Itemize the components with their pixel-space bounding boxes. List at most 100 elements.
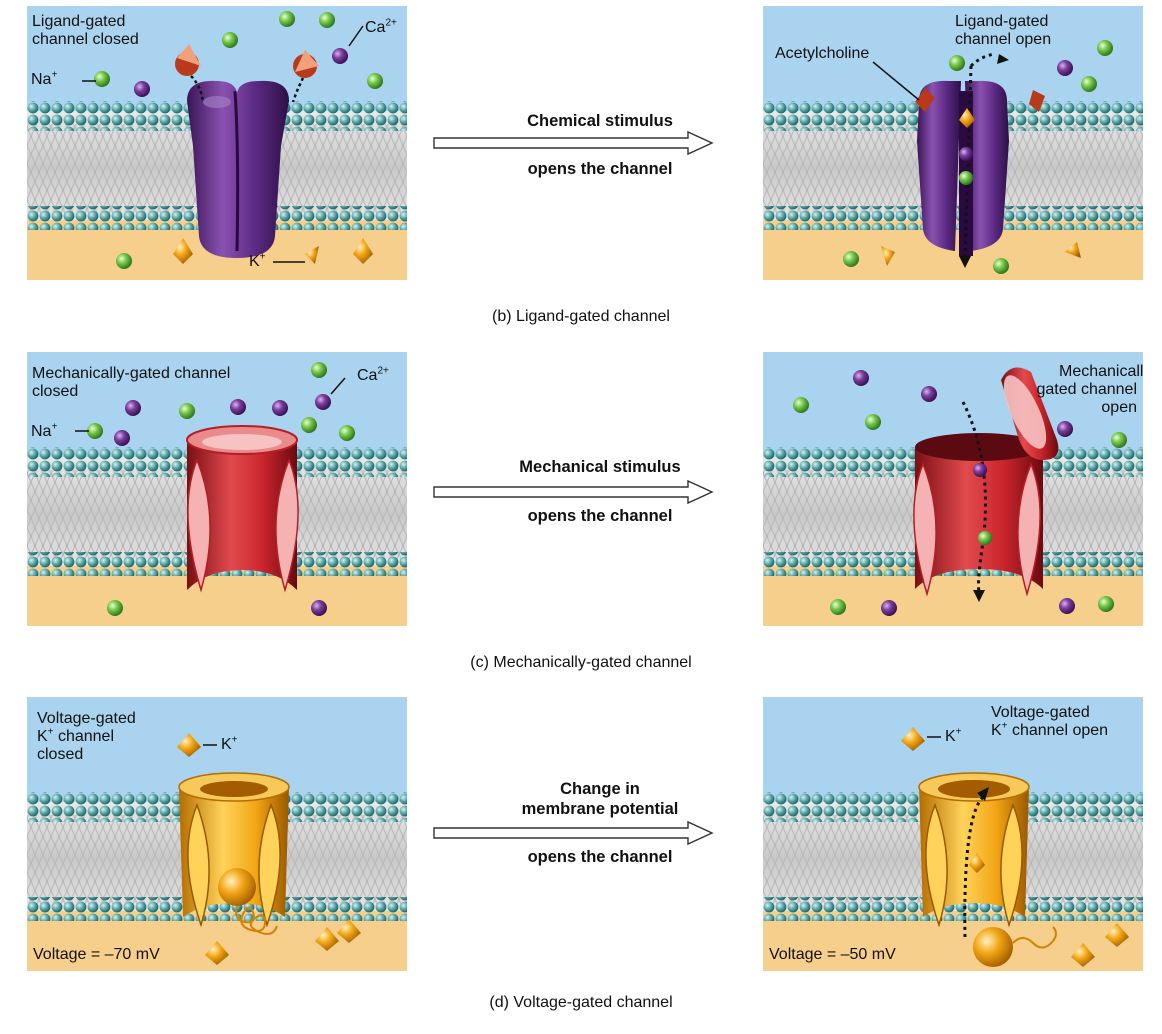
potassium-label: K+ — [221, 734, 238, 753]
voltage-closed-panel: Voltage-gated K+ channel closed K+ Volta… — [27, 697, 407, 971]
voltage-channel-open — [918, 772, 1057, 967]
sodium-ion-icon — [830, 599, 846, 615]
sodium-ion-icon — [865, 414, 881, 430]
chemical-stimulus-label: Chemical stimulus — [527, 112, 673, 130]
mechanical-caption: (c) Mechanically-gated channel — [470, 654, 692, 671]
acetylcholine-icon — [915, 88, 935, 112]
potassium-ion-icon — [305, 246, 319, 264]
voltage-closed-title-line1: Voltage-gated — [37, 710, 136, 727]
mechanical-closed-panel: Mechanically-gated channel closed Na+ Ca… — [27, 352, 407, 626]
mechanical-open-title-line2: gated channel — [1036, 381, 1137, 398]
potassium-ion-icon — [1065, 242, 1081, 258]
potassium-ion-icon — [173, 238, 193, 264]
chemical-stimulus-arrow — [433, 130, 714, 156]
voltage-closed-scene — [27, 697, 407, 971]
sodium-ion-icon — [339, 425, 355, 441]
mechanical-closed-scene — [27, 352, 407, 626]
mechanical-stimulus-label: Mechanical stimulus — [519, 458, 681, 476]
sodium-ion-icon — [1111, 432, 1127, 448]
sodium-ion-icon — [949, 55, 965, 71]
voltage-open-scene — [763, 697, 1143, 971]
potassium-label: K+ — [249, 251, 266, 270]
calcium-label: Ca2+ — [357, 365, 389, 384]
ligand-open-title-line1: Ligand-gated — [955, 13, 1049, 30]
potassium-ion-icon — [205, 941, 229, 965]
sodium-label: Na+ — [31, 69, 58, 88]
calcium-ion-icon — [853, 370, 869, 386]
potassium-ion-icon — [337, 919, 361, 943]
sodium-ion-icon — [1097, 40, 1113, 56]
calcium-ion-icon — [1057, 421, 1073, 437]
mechanical-closed-title-line2: closed — [32, 383, 79, 400]
sodium-ion-icon — [107, 600, 123, 616]
acetylcholine-label: Acetylcholine — [775, 45, 870, 62]
sodium-ion-icon — [87, 423, 103, 439]
ligand-caption: (b) Ligand-gated channel — [492, 308, 670, 325]
voltage-open-title-line2: K+ channel open — [991, 720, 1109, 739]
mechanical-open-title-line1: Mechanically- — [1059, 363, 1143, 380]
sodium-ion-icon — [1081, 76, 1097, 92]
chemical-opens-label: opens the channel — [527, 160, 673, 178]
calcium-ion-icon — [125, 400, 141, 416]
mechanical-closed-title-line1: Mechanically-gated channel — [32, 365, 231, 382]
potassium-label: K+ — [945, 726, 962, 745]
sodium-ion-icon — [222, 32, 238, 48]
voltage-stimulus-line2: membrane potential — [521, 800, 679, 818]
calcium-label: Ca2+ — [365, 17, 397, 36]
calcium-ion-icon — [315, 394, 331, 410]
potassium-ion-icon — [1105, 923, 1129, 947]
potassium-ion-icon — [177, 733, 201, 757]
voltage-opens-label: opens the channel — [527, 848, 673, 866]
sodium-ion-icon — [978, 531, 992, 545]
inactivation-gate-ball — [973, 927, 1013, 967]
sodium-ion-icon — [179, 403, 195, 419]
ligand-open-title-line2: channel open — [955, 31, 1052, 48]
voltage-open-panel: K+ Voltage-gated K+ channel open Voltage… — [763, 697, 1143, 971]
ligand-channel-open — [917, 80, 1009, 256]
sodium-ion-icon — [367, 73, 383, 89]
potassium-ion-icon — [881, 246, 895, 266]
sodium-ion-icon — [311, 362, 327, 378]
potassium-ion-icon — [969, 853, 985, 873]
calcium-ion-icon — [881, 600, 897, 616]
calcium-ion-icon — [311, 600, 327, 616]
sodium-ion-icon — [319, 12, 335, 28]
sodium-ion-icon — [94, 71, 110, 87]
voltage-open-title-line1: Voltage-gated — [991, 704, 1090, 721]
voltage-channel-closed — [178, 772, 290, 935]
sodium-ion-icon — [116, 253, 132, 269]
voltage-stimulus-arrow — [433, 820, 714, 846]
voltage-open-readout: Voltage = –50 mV — [769, 946, 896, 963]
mechanical-opens-label: opens the channel — [527, 507, 673, 525]
sodium-label: Na+ — [31, 421, 58, 440]
potassium-ion-icon — [315, 927, 339, 951]
sodium-ion-icon — [993, 258, 1009, 274]
voltage-closed-title-line3: closed — [37, 746, 84, 763]
mechanical-open-panel: Mechanically- gated channel open — [763, 352, 1143, 626]
sodium-ion-icon — [301, 417, 317, 433]
sodium-ion-icon — [793, 397, 809, 413]
ligand-closed-scene — [27, 6, 407, 280]
voltage-stimulus-line1: Change in — [560, 780, 640, 798]
sodium-ion-icon — [843, 251, 859, 267]
calcium-ion-icon — [230, 399, 246, 415]
calcium-ion-icon — [134, 81, 150, 97]
calcium-ion-icon — [332, 48, 348, 64]
ligand-channel-closed — [187, 80, 289, 258]
voltage-closed-title-line2: K+ channel — [37, 726, 115, 745]
calcium-ion-icon — [1057, 60, 1073, 76]
ligand-closed-panel: Ligand-gated channel closed Na+ Ca2+ K+ — [27, 6, 407, 280]
ligand-open-scene — [763, 6, 1143, 280]
mechanical-channel-open — [913, 367, 1059, 597]
inactivation-gate-ball — [218, 868, 256, 906]
voltage-closed-readout: Voltage = –70 mV — [33, 946, 160, 963]
acetylcholine-icon — [1029, 90, 1045, 112]
potassium-ion-icon — [353, 238, 373, 264]
potassium-ion-icon — [1071, 943, 1095, 967]
ligand-open-panel: Acetylcholine Ligand-gated channel open — [763, 6, 1143, 280]
calcium-ion-icon — [959, 147, 973, 161]
mechanical-channel-closed — [186, 425, 299, 593]
mechanical-open-title-line3: open — [1101, 399, 1137, 416]
sodium-ion-icon — [1098, 596, 1114, 612]
mechanical-stimulus-arrow — [433, 479, 714, 505]
